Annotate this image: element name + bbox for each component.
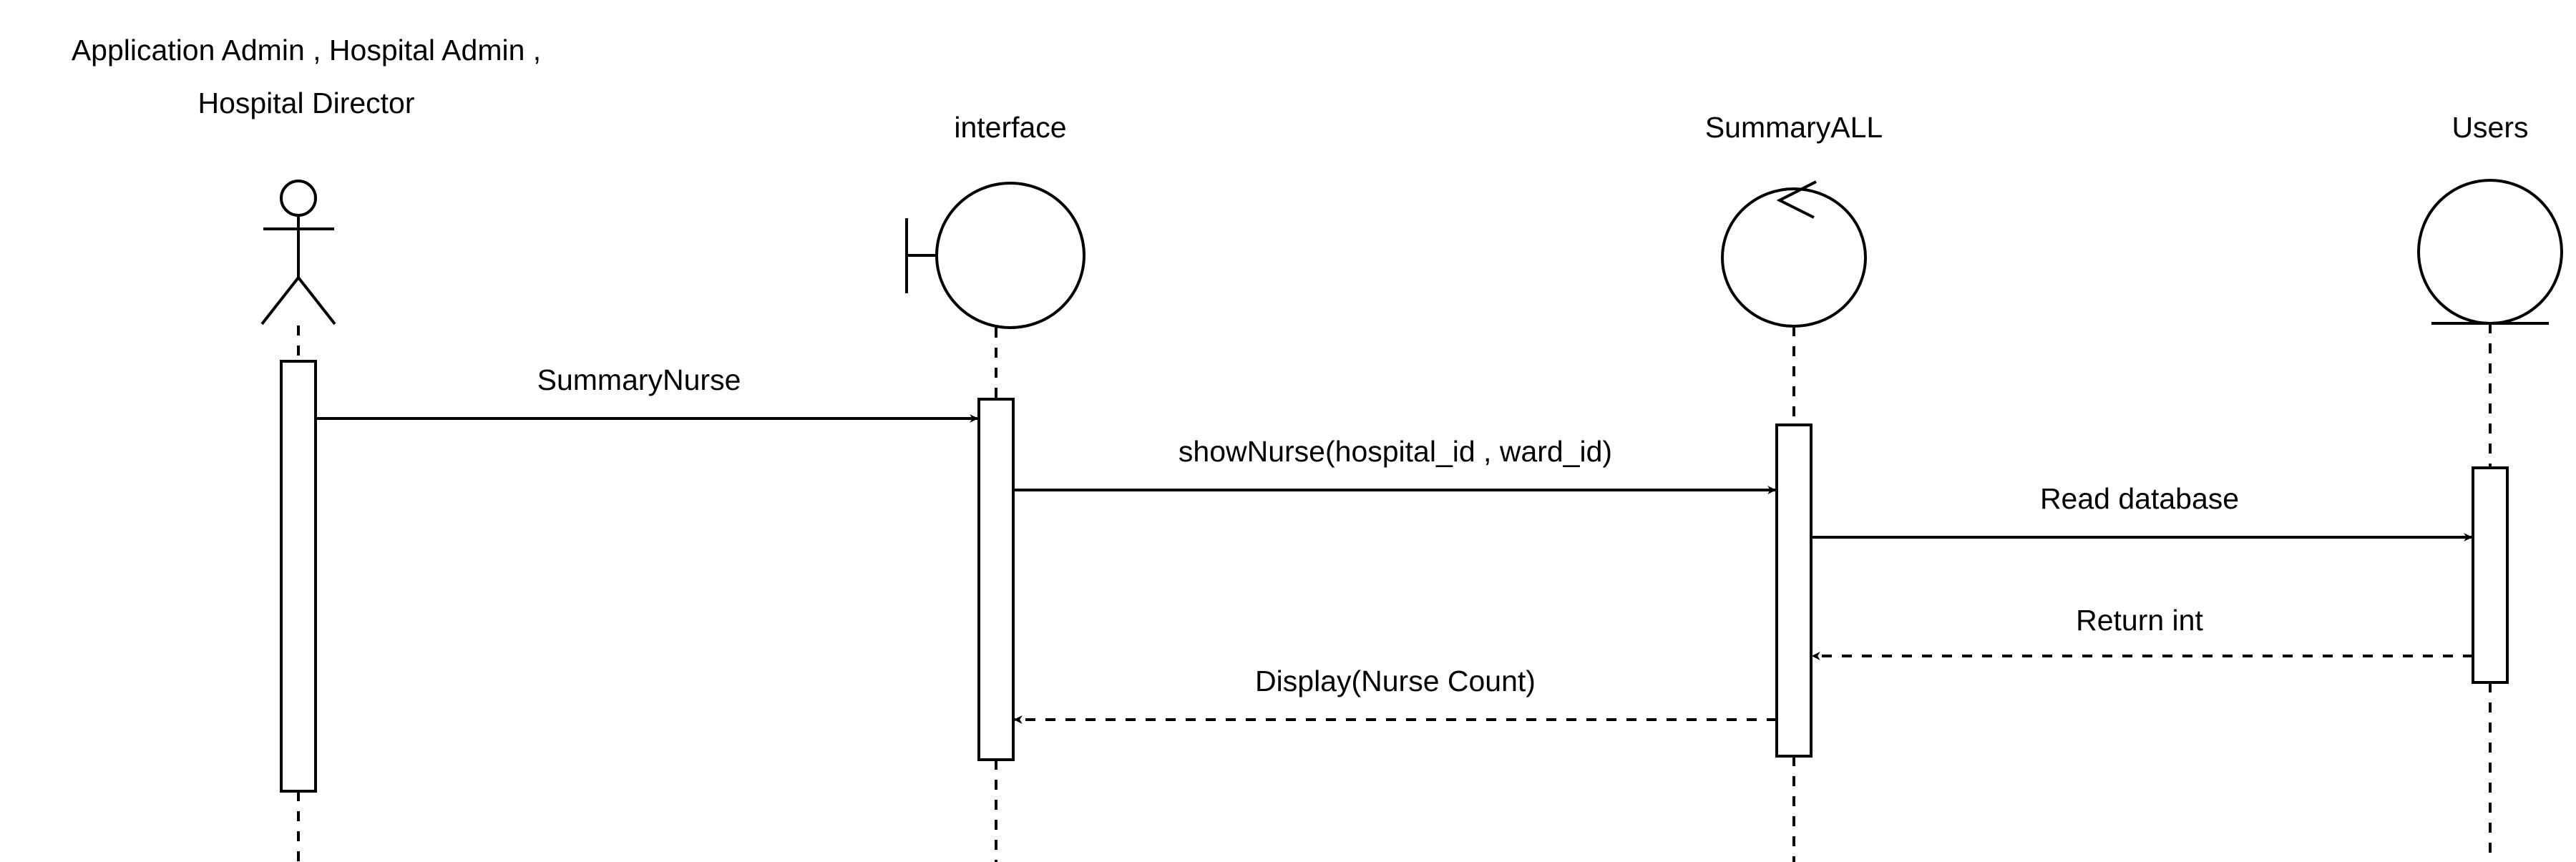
activation-bar-users (2472, 466, 2509, 684)
participant-label-interface: interface (954, 111, 1066, 144)
message-label-display: Display(Nurse Count) (1255, 665, 1536, 697)
actor-label-line1: Application Admin , Hospital Admin , (72, 34, 541, 67)
activation-bar-interface (977, 398, 1015, 761)
entity-icon (2417, 179, 2563, 325)
participant-label-users: Users (2451, 111, 2528, 144)
message-label-return-int: Return int (2076, 604, 2203, 637)
participant-label-summaryall: SummaryALL (1705, 111, 1883, 144)
message-label-shownurse: showNurse(hospital_id , ward_id) (1179, 435, 1612, 468)
lifelines (297, 323, 2492, 862)
control-icon (1721, 180, 1867, 328)
message-label-read-database: Read database (2040, 482, 2239, 515)
actor-label-line2: Hospital Director (197, 87, 414, 119)
actor-icon (260, 180, 336, 325)
activation-bar-actor (280, 360, 317, 793)
activation-bar-summaryall (1775, 423, 1813, 758)
message-label-summarynurse: SummaryNurse (537, 363, 741, 396)
boundary-icon (905, 182, 1085, 329)
